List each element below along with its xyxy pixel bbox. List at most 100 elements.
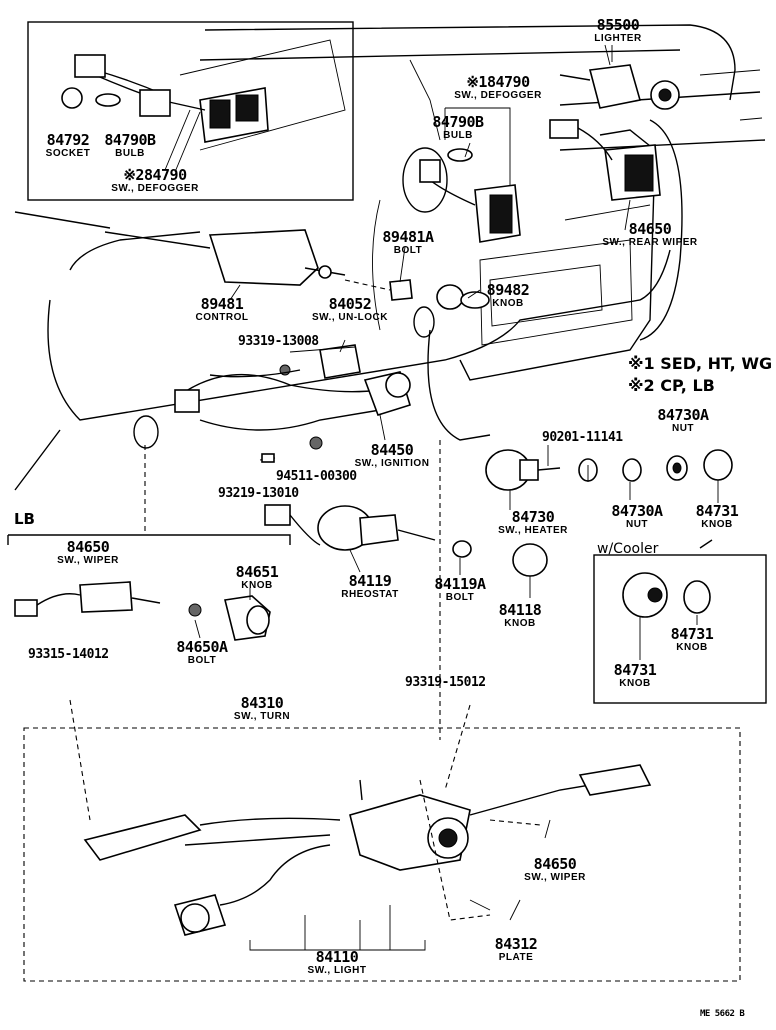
part-number: 84651 (235, 563, 279, 581)
ignition-harness (174, 344, 411, 463)
leader-lines (69, 45, 719, 921)
heater-switch-group (485, 449, 733, 491)
part-number: 84731 (670, 625, 714, 643)
part-number: 84110 (315, 948, 359, 966)
code-93315-14012: 93315-14012 (28, 647, 109, 662)
part-name: BOLT (445, 592, 475, 603)
code-93319-13008: 93319-13008 (238, 334, 319, 349)
part-number: 89482 (486, 281, 530, 299)
lighter-part (559, 44, 680, 110)
part-name: SW., WIPER (524, 872, 586, 883)
part-name: LIGHTER (594, 33, 642, 44)
part-number: 84731 (695, 502, 739, 520)
part-number: 84310 (240, 694, 284, 712)
part-name: CONTROL (195, 312, 249, 323)
code-93319-15012: 93319-15012 (405, 675, 486, 690)
part-number: 84790B (104, 131, 156, 149)
rheostat-group (264, 504, 548, 577)
part-name: KNOB (701, 519, 733, 530)
turn-switch-assembly (23, 727, 741, 982)
part-name: SW., UN-LOCK (312, 312, 388, 323)
part-number: 84118 (498, 601, 542, 619)
cooler-section-label: w/Cooler (597, 541, 659, 557)
part-name: SW., REAR WIPER (602, 237, 698, 248)
part-number: 84650A (176, 638, 228, 656)
note-cp-lb: ※2 CP, LB (628, 376, 715, 395)
part-number: 84792 (46, 131, 90, 149)
part-name: BULB (115, 148, 145, 159)
part-name: KNOB (504, 618, 536, 629)
part-number: 84790B (432, 113, 484, 131)
part-name: SW., DEFOGGER (454, 90, 542, 101)
part-number: 84730A (611, 502, 663, 520)
part-name: BOLT (393, 245, 423, 256)
part-name: KNOB (492, 298, 524, 309)
part-name: SW., HEATER (498, 525, 568, 536)
part-number: 84312 (494, 935, 538, 953)
part-name: SW., WIPER (57, 555, 119, 566)
part-number: 84650 (66, 538, 110, 556)
part-name: BOLT (187, 655, 217, 666)
part-number: 84052 (328, 295, 372, 313)
part-number: 84650 (628, 220, 672, 238)
part-number: 84119 (348, 572, 392, 590)
drawing-id: ME 5662 B (700, 1009, 745, 1019)
part-number: 84650 (533, 855, 577, 873)
part-number: ※284790 (123, 166, 187, 184)
note-sed-ht-wg: ※1 SED, HT, WG (628, 354, 773, 373)
part-number: ※184790 (466, 73, 530, 91)
defogger-switch (402, 107, 521, 243)
part-number: 84119A (434, 575, 486, 593)
lb-section-label: LB (14, 510, 35, 528)
defogger-inset (27, 21, 354, 201)
part-number: 89481 (200, 295, 244, 313)
part-number: 84731 (613, 661, 657, 679)
defroster-control (14, 211, 490, 310)
part-name: BULB (443, 130, 473, 141)
part-name: NUT (625, 519, 649, 530)
part-number: 84450 (370, 441, 414, 459)
part-name: KNOB (619, 678, 651, 689)
rear-wiper-switch (549, 119, 661, 201)
part-name: NUT (671, 423, 695, 434)
part-number: 84730A (657, 406, 709, 424)
part-name: SW., LIGHT (307, 965, 367, 976)
part-number: 85500 (596, 16, 640, 34)
cooler-box (593, 539, 767, 704)
code-93219-13010: 93219-13010 (218, 486, 299, 501)
part-number: 89481A (382, 228, 434, 246)
dashboard-outline (14, 24, 766, 491)
part-name: SW., TURN (233, 711, 291, 722)
part-name: SOCKET (45, 148, 91, 159)
code-94511-00300: 94511-00300 (276, 469, 357, 484)
